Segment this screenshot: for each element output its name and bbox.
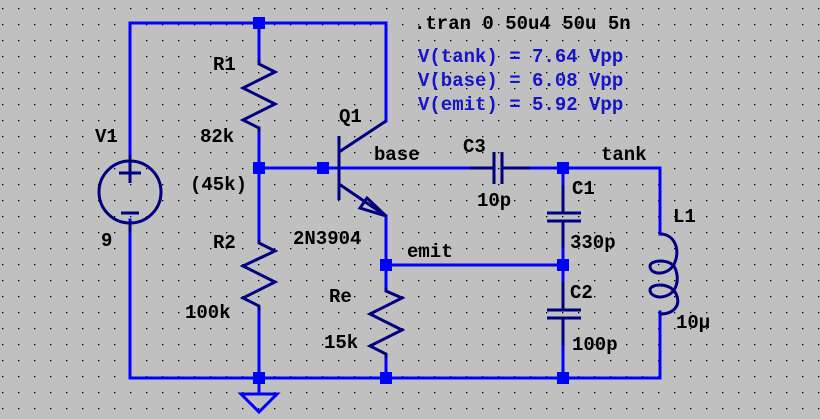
directive-tran[interactable]: .tran 0 50u4 50u 5n bbox=[414, 13, 631, 35]
resistor-r1-icon[interactable] bbox=[239, 60, 279, 132]
label-r1-value: 82k bbox=[200, 126, 234, 148]
junction-tank bbox=[557, 162, 569, 174]
label-thevenin: (45k) bbox=[190, 174, 247, 196]
voltage-source-v1[interactable] bbox=[97, 155, 163, 232]
label-l1-value: 10µ bbox=[676, 312, 710, 334]
label-r2-name: R2 bbox=[213, 232, 236, 254]
label-re-name: Re bbox=[329, 286, 352, 308]
net-label-tank[interactable]: tank bbox=[601, 144, 647, 166]
label-c2-value: 100p bbox=[572, 334, 618, 356]
label-r2-value: 100k bbox=[185, 302, 231, 324]
junction-ground bbox=[253, 372, 265, 384]
capacitor-c2-icon[interactable] bbox=[547, 282, 581, 345]
junctions bbox=[253, 17, 569, 384]
junction-base-node bbox=[253, 162, 265, 174]
capacitor-c3-icon[interactable] bbox=[470, 152, 530, 184]
wire-bottom-rail[interactable] bbox=[128, 218, 662, 380]
junction-top bbox=[253, 17, 265, 29]
ground-icon[interactable] bbox=[237, 392, 281, 415]
label-c1-name: C1 bbox=[572, 178, 595, 200]
label-v1-name: V1 bbox=[95, 126, 118, 148]
label-r1-name: R1 bbox=[213, 54, 236, 76]
junction-c2-bottom bbox=[557, 372, 569, 384]
label-q1-name: Q1 bbox=[339, 106, 362, 128]
net-label-base[interactable]: base bbox=[374, 144, 420, 166]
net-label-emit[interactable]: emit bbox=[407, 241, 453, 263]
measurement-base[interactable]: V(base) = 6.08 Vpp bbox=[418, 70, 623, 92]
label-q1-value: 2N3904 bbox=[293, 228, 361, 250]
resistor-re-icon[interactable] bbox=[366, 288, 406, 358]
measurement-tank[interactable]: V(tank) = 7.64 Vpp bbox=[418, 46, 623, 68]
measurement-emit[interactable]: V(emit) = 5.92 Vpp bbox=[418, 94, 623, 116]
capacitor-c1-icon[interactable] bbox=[547, 185, 581, 248]
resistor-r2-icon[interactable] bbox=[239, 240, 279, 310]
junction-emit-left bbox=[380, 259, 392, 271]
label-c3-name: C3 bbox=[463, 136, 486, 158]
label-l1-name: L1 bbox=[673, 206, 696, 228]
label-c1-value: 330p bbox=[570, 232, 616, 254]
label-c2-name: C2 bbox=[570, 282, 593, 304]
label-v1-value: 9 bbox=[101, 230, 112, 252]
label-c3-value: 10p bbox=[477, 190, 511, 212]
junction-re-bottom bbox=[380, 372, 392, 384]
label-re-value: 15k bbox=[324, 332, 358, 354]
junction-q1-base bbox=[317, 162, 329, 174]
inductor-l1-icon[interactable] bbox=[648, 232, 680, 316]
transistor-q1-icon[interactable] bbox=[337, 119, 388, 218]
junction-emit-right bbox=[557, 259, 569, 271]
